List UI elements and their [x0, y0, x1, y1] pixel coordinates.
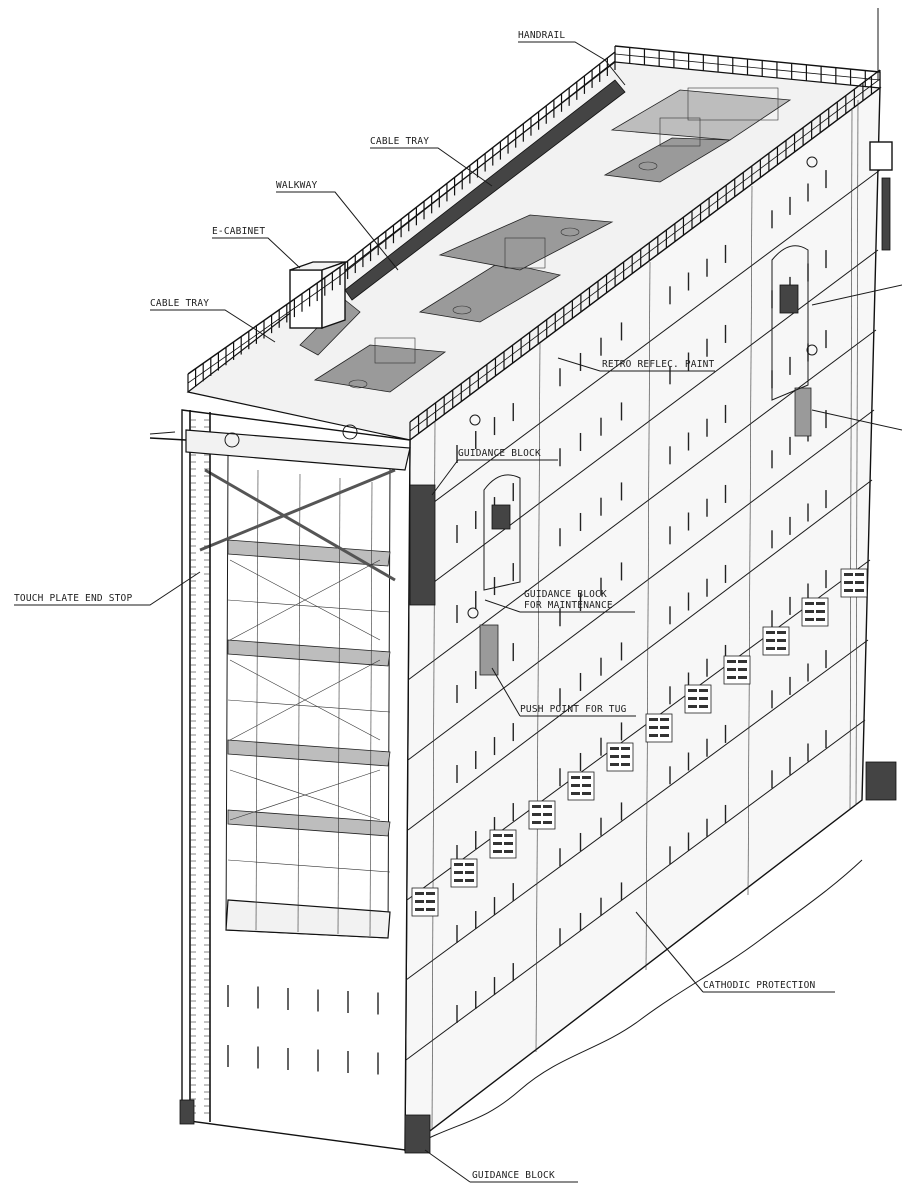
handrail [187, 45, 881, 440]
label-guidance-block-maint-2: FOR MAINTENANCE [524, 600, 613, 611]
label-walkway: WALKWAY [276, 180, 318, 191]
deck-hatch-1 [313, 344, 447, 393]
deck-details [289, 79, 792, 393]
deck-hatch-2 [418, 261, 562, 323]
right-edge-fixtures [865, 8, 897, 801]
end-post-ticks [190, 419, 210, 1114]
gate-structure [181, 61, 882, 1152]
side-plating-lines [405, 169, 881, 1061]
internal-decks [225, 539, 391, 939]
label-guidance-block-maint-1: GUIDANCE BLOCK [524, 589, 607, 600]
cable-tray-strip [344, 79, 626, 301]
label-push-point-for-tug: PUSH POINT FOR TUG [520, 704, 627, 715]
bottom-edge [404, 859, 863, 1151]
label-cable-tray-left: CABLE TRAY [150, 298, 209, 309]
label-guidance-block-upper: GUIDANCE BLOCK [458, 448, 541, 459]
end-post [189, 410, 211, 1122]
label-cathodic-protection: CATHODIC PROTECTION [703, 980, 816, 991]
maintenance-doors [467, 156, 818, 619]
end-face-stiffeners [227, 985, 379, 1075]
label-touch-plate-end-stop: TOUCH PLATE END STOP [14, 593, 132, 604]
deck-hatch-5 [610, 89, 792, 141]
push-point-upper [794, 387, 812, 437]
label-guidance-block-bottom: GUIDANCE BLOCK [472, 1170, 555, 1181]
label-retro-reflec-paint: RETRO REFLEC. PAINT [602, 359, 715, 370]
label-handrail: HANDRAIL [518, 30, 565, 41]
leader-lines [14, 41, 902, 1183]
internal-frames [199, 468, 396, 937]
lifting-beam [149, 424, 411, 471]
label-cable-tray-top: CABLE TRAY [370, 136, 429, 147]
side-frame-lines [431, 99, 859, 1131]
push-point-for-tug [479, 624, 499, 676]
guidance-blocks [179, 484, 436, 1154]
label-e-cabinet: E-CABINET [212, 226, 265, 237]
cathodic-anode-band [411, 568, 868, 917]
annotation-labels: HANDRAIL CABLE TRAY WALKWAY E-CABINET CA… [14, 30, 816, 1181]
deck-hatch-3 [438, 214, 614, 271]
